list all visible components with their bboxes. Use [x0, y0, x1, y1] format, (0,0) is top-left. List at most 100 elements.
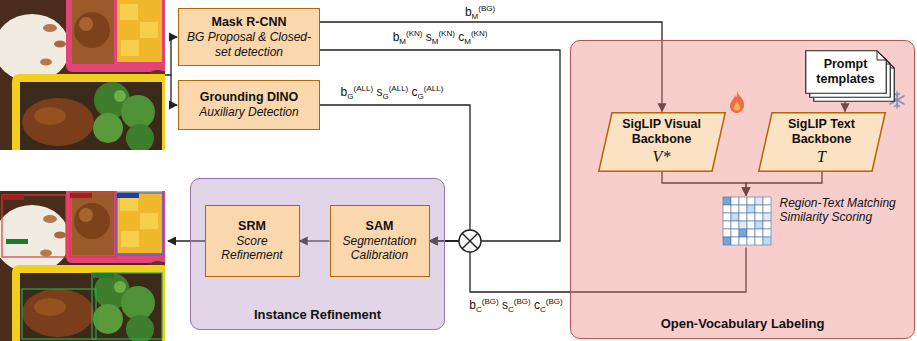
node-title: Grounding DINO — [200, 90, 299, 105]
matrix-cell — [731, 221, 739, 229]
matrix-cell — [723, 205, 731, 213]
matrix-cell — [763, 237, 771, 245]
matrix-cell — [731, 229, 739, 237]
matrix-cell — [739, 221, 747, 229]
matrix-cell — [755, 221, 763, 229]
similarity-matrix: Region-Text Matching Similarity Scoring — [722, 196, 906, 248]
node-title: Open-Vocabulary Labeling — [661, 316, 825, 332]
label-part — [422, 30, 425, 44]
input-arrow — [165, 37, 177, 75]
label-part — [373, 85, 376, 99]
output-photo — [0, 185, 172, 341]
matrix-cell — [763, 229, 771, 237]
matrix-cell — [747, 229, 755, 237]
label-superscript: (KN) — [438, 29, 454, 38]
matrix-cell — [723, 197, 731, 205]
matrix-cell — [755, 205, 763, 213]
process-box: SRMScore Refinement — [205, 205, 300, 277]
node-title: SigLIP Text Backbone — [776, 117, 868, 147]
matrix-cell — [731, 205, 739, 213]
label-superscript: (KN) — [406, 29, 422, 38]
matrix-cell — [747, 197, 755, 205]
label-subscript: M — [399, 37, 406, 46]
matrix-cell — [731, 237, 739, 245]
matrix-grid — [722, 196, 772, 246]
node-title: SRM — [238, 219, 266, 234]
detection-tag — [92, 273, 114, 278]
matrix-cell — [763, 221, 771, 229]
matrix-cell — [731, 197, 739, 205]
matrix-cell — [747, 205, 755, 213]
node-subtitle: T — [817, 147, 826, 166]
matrix-cell — [739, 237, 747, 245]
edge-label: bG(ALL) sG(ALL) cG(ALL) — [341, 83, 444, 102]
label-subscript: G — [382, 92, 388, 101]
document-page — [805, 50, 886, 93]
input-arrow — [171, 75, 177, 105]
label-superscript: (KN) — [471, 29, 487, 38]
matrix-cell — [755, 229, 763, 237]
label-superscript: (BG) — [482, 297, 499, 306]
region-panel: SRMScore RefinementSAMSegmentation Calib… — [190, 178, 445, 330]
label-subscript: M — [464, 37, 471, 46]
matrix-cell — [723, 213, 731, 221]
label-part: s — [376, 85, 382, 99]
label-part: b — [393, 30, 400, 44]
region-panel: Prompt templatesSigLIP Visual BackboneV*… — [570, 40, 915, 339]
matrix-cell — [747, 221, 755, 229]
matrix-cell — [739, 229, 747, 237]
label-subscript: G — [347, 92, 353, 101]
node-title: Mask R-CNN — [211, 15, 286, 30]
label-part — [531, 298, 534, 312]
detection-tag — [70, 193, 92, 198]
matrix-cell — [747, 237, 755, 245]
bento-image — [0, 191, 165, 341]
label-part: b — [341, 85, 348, 99]
label-subscript: C — [508, 305, 514, 314]
detection-box — [70, 193, 116, 257]
node-title: SAM — [366, 219, 394, 234]
matrix-cell — [747, 213, 755, 221]
edge-label: bC(BG) sC(BG) cC(BG) — [469, 296, 562, 315]
merge-cross — [462, 233, 478, 249]
parallelogram-outline — [758, 112, 885, 171]
backbone-parallelogram: SigLIP Text BackboneT — [758, 112, 886, 172]
node-title: Region-Text Matching Similarity Scoring — [780, 196, 904, 225]
label-subscript: G — [418, 92, 424, 101]
matrix-cell — [763, 213, 771, 221]
label-subscript: M — [472, 12, 479, 21]
detection-box — [2, 195, 66, 257]
detection-tag — [117, 193, 139, 198]
detection-tag — [6, 239, 28, 244]
label-part: c — [534, 298, 540, 312]
label-part: c — [412, 85, 418, 99]
matrix-cell — [755, 197, 763, 205]
process-box: Mask R-CNNBG Proposal & Closed-set detec… — [178, 8, 320, 66]
label-superscript: (BG) — [478, 4, 495, 13]
node-subtitle: V* — [653, 147, 671, 166]
matrix-cell — [763, 205, 771, 213]
input-photo — [0, 0, 165, 150]
node-title: Prompt templates — [811, 57, 881, 87]
label-part: b — [465, 5, 472, 19]
matrix-cell — [755, 213, 763, 221]
label-subscript: C — [540, 305, 546, 314]
label-superscript: (BG) — [546, 297, 563, 306]
label-part: c — [458, 30, 464, 44]
node-title: SigLIP Visual Backbone — [616, 117, 708, 147]
detection-box — [22, 289, 96, 339]
matrix-cell — [763, 197, 771, 205]
merge-cross — [462, 233, 478, 249]
label-subscript: M — [432, 37, 439, 46]
process-box: Grounding DINOAuxiliary Detection — [178, 80, 320, 130]
label-part — [455, 30, 458, 44]
label-part: b — [469, 298, 476, 312]
parallelogram-outline — [598, 112, 725, 171]
backbone-parallelogram: SigLIP Visual BackboneV* — [598, 112, 726, 172]
label-superscript: (BG) — [514, 297, 531, 306]
label-part — [499, 298, 502, 312]
label-subscript: C — [476, 305, 482, 314]
edge-label: bM(KN) sM(KN) cM(KN) — [393, 28, 488, 47]
matrix-cell — [723, 221, 731, 229]
